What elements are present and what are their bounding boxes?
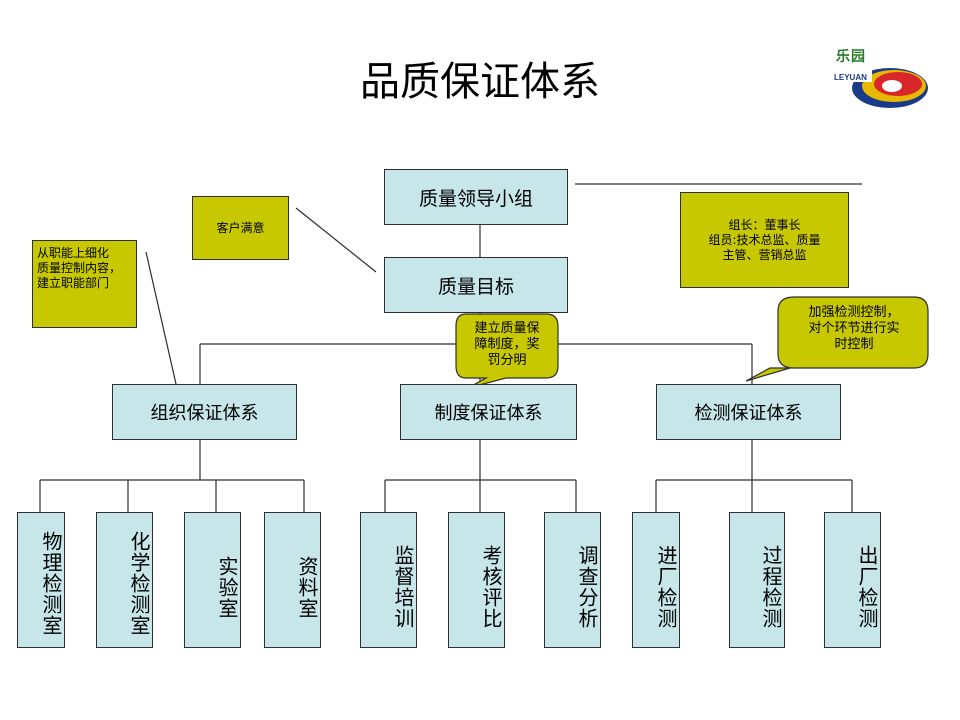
leaf-assessment: 考核评比 xyxy=(448,512,505,648)
leaf-supervision-training: 监督培训 xyxy=(360,512,417,648)
page-title: 品质保证体系 xyxy=(360,59,600,105)
functions-note: 从职能上细化 质量控制内容， 建立职能部门 xyxy=(32,240,137,328)
callout-bubble-rules xyxy=(455,313,559,389)
leader-group-note: 组长：董事长 组员:技术总监、质量 主管、营销总监 xyxy=(680,192,849,288)
customer-satisfaction-note: 客户满意 xyxy=(192,196,289,260)
rules-callout-text: 建立质量保 障制度，奖 罚分明 xyxy=(474,321,540,368)
leaf-records-room: 资料室 xyxy=(264,512,321,648)
inspect-callout-text: 加强检测控制， 对个环节进行实 时控制 xyxy=(808,305,900,352)
leaf-incoming-inspection: 进厂检测 xyxy=(632,512,680,648)
logo-chinese-text: 乐园 xyxy=(836,49,866,65)
callout-bubble-inspect xyxy=(745,296,929,382)
quality-goal-box: 质量目标 xyxy=(384,257,568,313)
inspect-system-box: 检测保证体系 xyxy=(656,384,841,440)
leaf-investigation: 调查分析 xyxy=(544,512,601,648)
rules-system-box: 制度保证体系 xyxy=(400,384,577,440)
quality-leadership-box: 质量领导小组 xyxy=(384,169,568,225)
leyuan-logo xyxy=(828,44,928,108)
org-system-box: 组织保证体系 xyxy=(112,384,297,440)
leaf-physics-lab: 物理检测室 xyxy=(17,512,65,648)
leaf-outgoing-inspection: 出厂检测 xyxy=(824,512,881,648)
leaf-process-inspection: 过程检测 xyxy=(729,512,785,648)
logo-english-text: LEYUAN xyxy=(834,73,867,82)
leaf-laboratory: 实验室 xyxy=(184,512,241,648)
leaf-chemistry-lab: 化学检测室 xyxy=(96,512,153,648)
